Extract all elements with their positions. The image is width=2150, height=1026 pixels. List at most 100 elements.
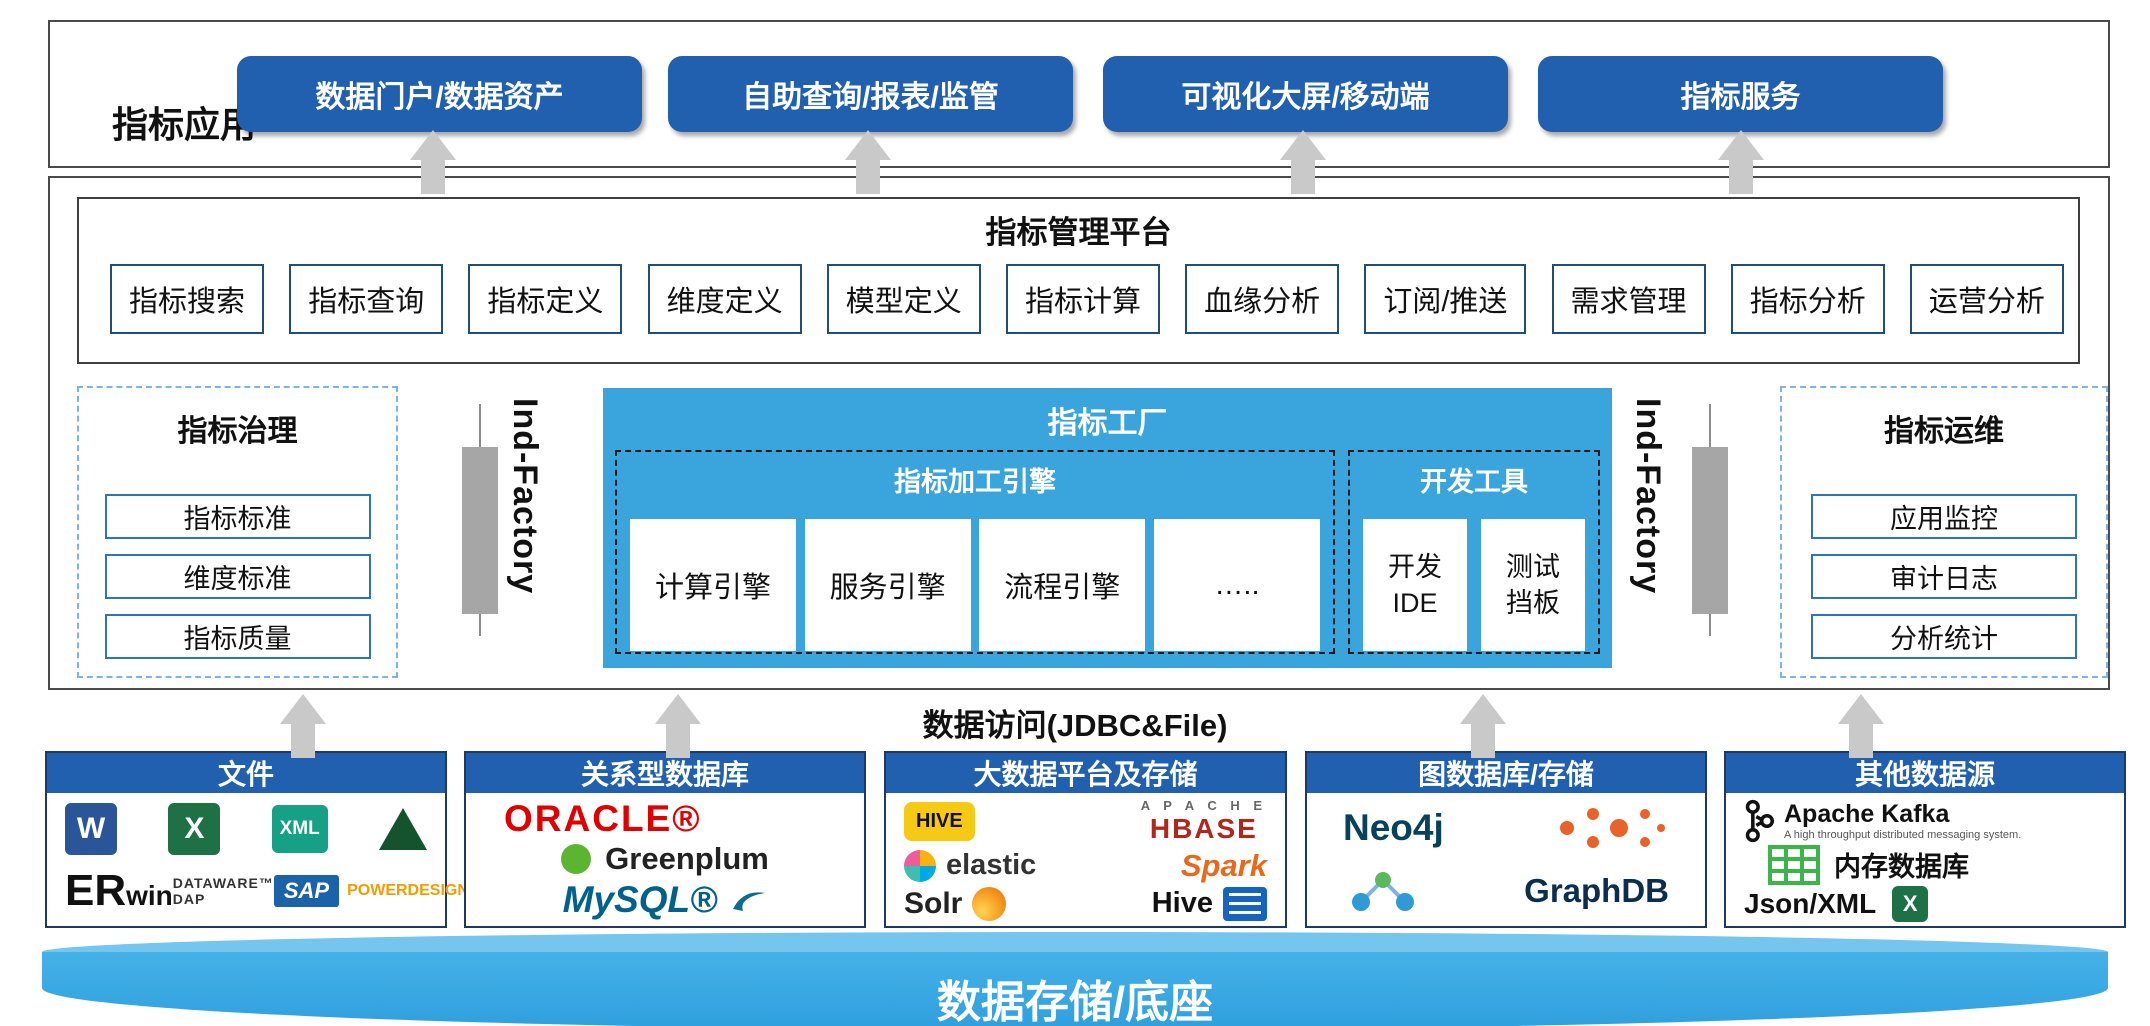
arrow-head: [845, 130, 891, 160]
engine-service: 服务引擎: [804, 519, 971, 651]
storage-label: 数据存储/底座: [936, 978, 1214, 1026]
engine-more: …..: [1153, 519, 1320, 651]
arrow-shaft: [1849, 724, 1873, 758]
module-indicator-define: 指标定义: [468, 264, 623, 334]
sap-icon: SAP: [273, 875, 340, 908]
devtools-group: 开发工具 开发 IDE 测试 挡板: [1348, 450, 1600, 654]
module-requirement-mgmt: 需求管理: [1551, 264, 1706, 334]
arrow-head: [1460, 694, 1506, 724]
arrow-shaft: [1729, 160, 1753, 194]
factory-panel: 指标工厂 指标加工引擎 计算引擎 服务引擎 流程引擎 ….. 开发工具 开发 I…: [603, 388, 1612, 668]
up-arrow-2: [845, 130, 891, 194]
devtools-row: 开发 IDE 测试 挡板: [1350, 519, 1598, 651]
elastic-spark-row: elastic Spark: [898, 848, 1273, 884]
datasource-bigdata: 大数据平台及存储 HIVE A P A C H E HBASE elastic …: [884, 751, 1287, 928]
module-indicator-query: 指标查询: [289, 264, 444, 334]
operations-item-auditlog: 审计日志: [1811, 554, 2077, 599]
module-subscribe-push: 订阅/推送: [1364, 264, 1527, 334]
mysql-logo: MySQL®: [562, 879, 718, 921]
solr-hive-row: Solr Hive: [898, 886, 1273, 921]
datasource-graph: 图数据库/存储 Neo4j GraphDB: [1305, 751, 1707, 928]
module-dimension-define: 维度定义: [647, 264, 802, 334]
erwin-win-text: win: [126, 880, 173, 912]
up-arrow-ds-4: [1460, 694, 1506, 758]
kafka-logo: Apache Kafka A high throughput distribut…: [1784, 800, 2021, 841]
oracle-logo: ORACLE®: [504, 797, 702, 839]
cylinder-body: 数据存储/底座: [42, 952, 2108, 1026]
arrow-shaft: [1471, 724, 1495, 758]
greenplum-logo: Greenplum: [605, 841, 769, 877]
modeling-tool-icon: [378, 807, 427, 850]
module-indicator-analysis: 指标分析: [1730, 264, 1885, 334]
arrow-shaft: [856, 160, 880, 194]
graphdb-dots-icon: [1560, 808, 1665, 849]
datasource-graph-body: Neo4j GraphDB: [1307, 793, 1705, 926]
datasource-relational: 关系型数据库 ORACLE® Greenplum MySQL®: [464, 751, 866, 928]
excel-icon: X: [168, 802, 221, 855]
arrow-head: [1718, 130, 1764, 160]
hbase-text: HBASE: [1149, 813, 1258, 845]
kafka-text: Apache Kafka: [1784, 800, 1950, 828]
hive-icon: HIVE: [904, 802, 975, 842]
app-button-service: 指标服务: [1538, 56, 1943, 132]
engine-process: 流程引擎: [979, 519, 1146, 651]
ind-factory-label-right: Ind-Factory: [1629, 398, 1667, 595]
left-gray-bar: [462, 447, 498, 614]
erwin-er-text: ER: [65, 866, 127, 916]
memory-table-icon: [1768, 844, 1820, 885]
elastic-text: elastic: [946, 849, 1037, 882]
processing-engine-group: 指标加工引擎 计算引擎 服务引擎 流程引擎 …..: [615, 450, 1335, 654]
management-modules-row: 指标搜索 指标查询 指标定义 维度定义 模型定义 指标计算 血缘分析 订阅/推送…: [77, 264, 2080, 334]
app-button-self-query: 自助查询/报表/监管: [668, 56, 1073, 132]
kafka-row: Apache Kafka A high throughput distribut…: [1738, 798, 2112, 844]
file-icons-row: W X XML: [59, 802, 433, 855]
mysql-dolphin-icon: [733, 892, 766, 912]
kafka-icon: [1745, 799, 1774, 842]
graphdb-row: GraphDB: [1319, 866, 1693, 916]
arrow-shaft: [1291, 160, 1315, 194]
word-icon: W: [65, 802, 117, 855]
memdb-label: 内存数据库: [1834, 852, 1969, 882]
datasource-other-body: Apache Kafka A high throughput distribut…: [1726, 793, 2124, 926]
up-arrow-3: [1280, 130, 1326, 194]
operations-item-statistics: 分析统计: [1811, 614, 2077, 659]
data-access-label: 数据访问(JDBC&File): [922, 708, 1228, 743]
devtool-mock: 测试 挡板: [1481, 519, 1585, 651]
ind-factory-label-left: Ind-Factory: [506, 398, 544, 595]
hive-hbase-row: HIVE A P A C H E HBASE: [898, 798, 1273, 845]
factory-title: 指标工厂: [1047, 407, 1168, 440]
engine-compute: 计算引擎: [630, 519, 796, 651]
xml-icon: XML: [271, 804, 328, 853]
hive2-text: Hive: [1151, 887, 1213, 920]
solr-text: Solr: [904, 886, 963, 920]
elastic-logo: elastic: [904, 849, 1036, 882]
arrow-shaft: [421, 160, 445, 194]
datasource-relational-title: 关系型数据库: [466, 753, 864, 793]
erwin-logo: ERwin: [65, 866, 173, 916]
excel-icon-small: X: [1892, 885, 1929, 922]
governance-item-quality: 指标质量: [104, 614, 371, 659]
module-operation-analysis: 运营分析: [1909, 264, 2064, 334]
kafka-tagline: A high throughput distributed messaging …: [1784, 829, 2022, 841]
up-arrow-ds-2: [655, 694, 701, 758]
elastic-icon: [904, 849, 936, 882]
dataware-logo: DATAWARE™ DAP: [172, 875, 274, 908]
oracle-row: ORACLE®: [478, 798, 852, 840]
datasource-other: 其他数据源 Apache Kafka A high throughput dis…: [1724, 751, 2126, 928]
devtool-ide: 开发 IDE: [1363, 519, 1467, 651]
jsonxml-label: Json/XML: [1744, 887, 1877, 919]
hbase-logo: A P A C H E HBASE: [1141, 798, 1267, 845]
datasource-other-title: 其他数据源: [1726, 753, 2124, 793]
file-logos-row: ERwin DATAWARE™ DAP SAP POWERDESIGNER: [59, 866, 491, 916]
up-arrow-4: [1718, 130, 1764, 194]
neo4j-row: Neo4j: [1319, 803, 1693, 853]
datasource-bigdata-body: HIVE A P A C H E HBASE elastic Spark Sol…: [886, 793, 1285, 926]
app-layer-title: 指标应用: [112, 104, 257, 145]
devtools-title: 开发工具: [1420, 467, 1528, 497]
neo4j-logo: Neo4j: [1343, 807, 1444, 849]
arrow-head: [410, 130, 456, 160]
arrow-shaft: [666, 724, 690, 758]
module-indicator-compute: 指标计算: [1005, 264, 1160, 334]
operations-item-monitoring: 应用监控: [1811, 494, 2077, 539]
